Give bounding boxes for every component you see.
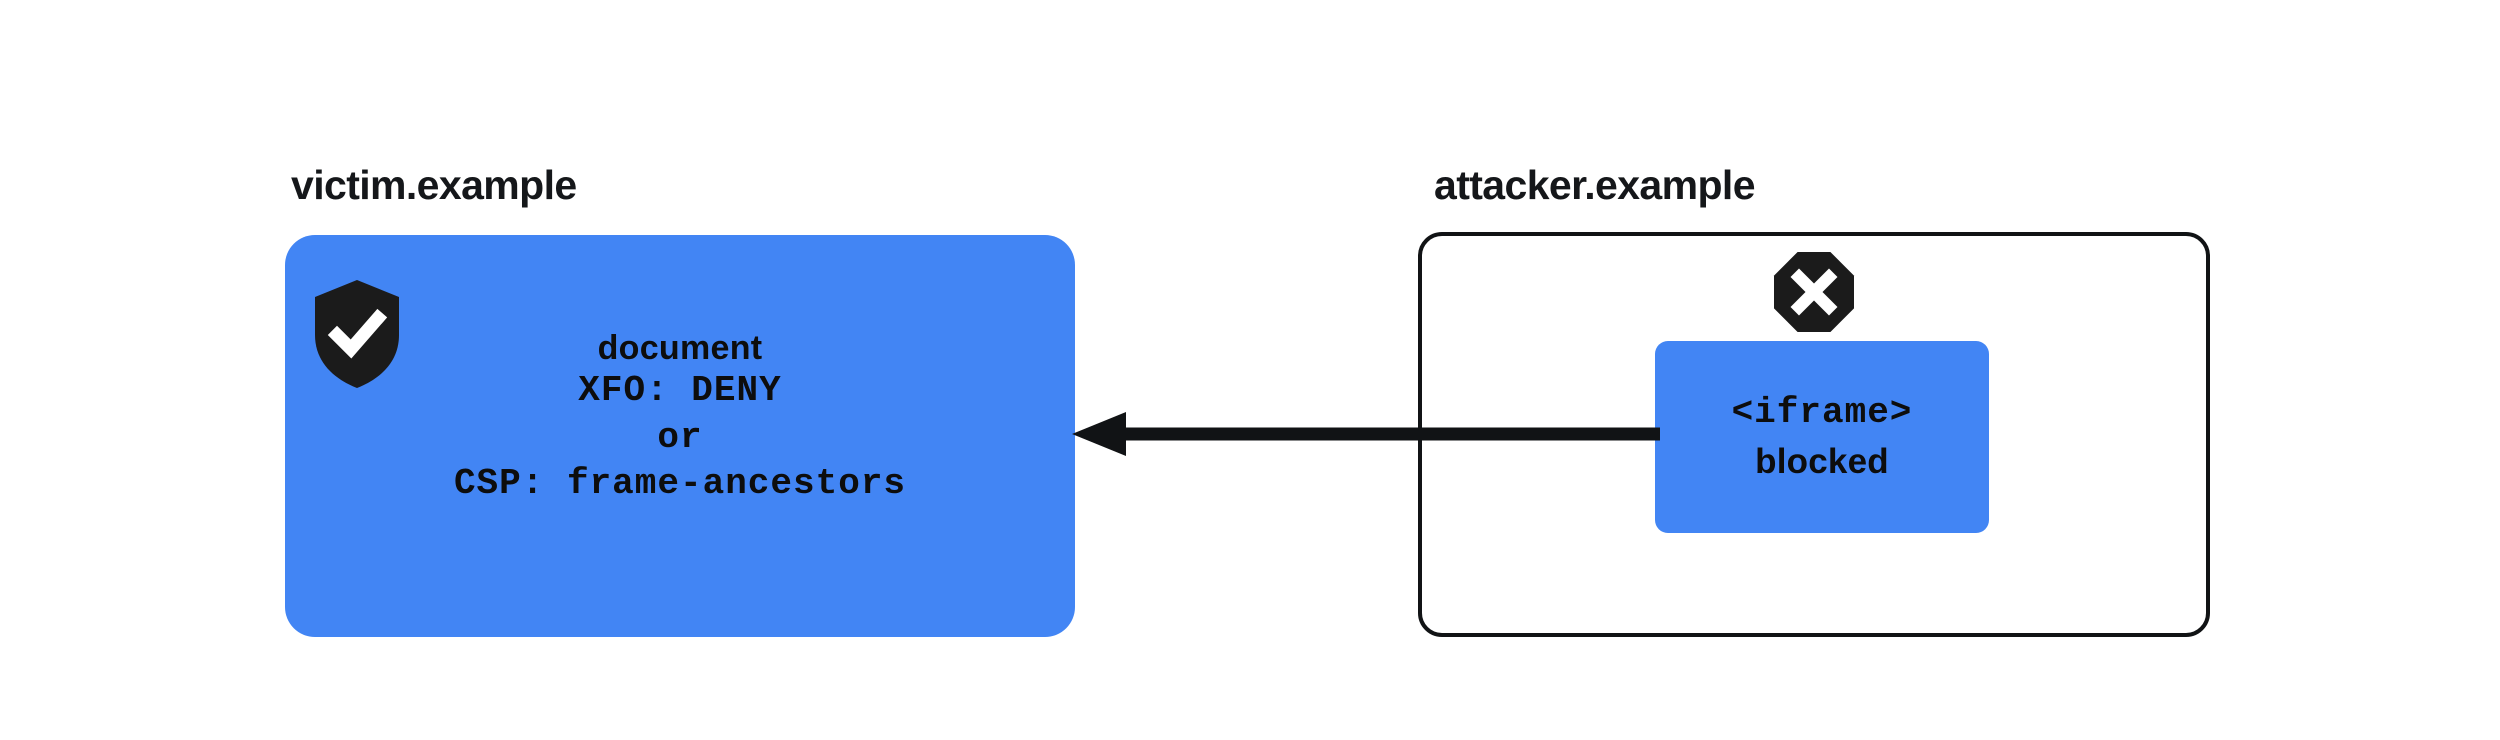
victim-line-or: or xyxy=(657,416,703,458)
attacker-panel: <iframe> blocked xyxy=(1418,232,2210,637)
victim-panel: document XFO: DENY or CSP: frame-ancesto… xyxy=(285,235,1075,637)
attacker-origin-label: attacker.example xyxy=(1434,162,1756,208)
octagon-x-icon xyxy=(1772,250,1856,334)
victim-policy-text: document XFO: DENY or CSP: frame-ancesto… xyxy=(285,328,1075,506)
attacker-iframe-box: <iframe> blocked xyxy=(1655,341,1989,533)
iframe-tag-label: <iframe> xyxy=(1731,392,1913,434)
iframe-status-label: blocked xyxy=(1755,441,1889,481)
victim-line-document: document xyxy=(597,329,763,367)
victim-line-xfo: XFO: DENY xyxy=(578,370,782,412)
victim-origin-label: victim.example xyxy=(291,162,577,208)
shield-check-icon xyxy=(313,278,401,390)
victim-line-csp: CSP: frame-ancestors xyxy=(453,463,907,505)
